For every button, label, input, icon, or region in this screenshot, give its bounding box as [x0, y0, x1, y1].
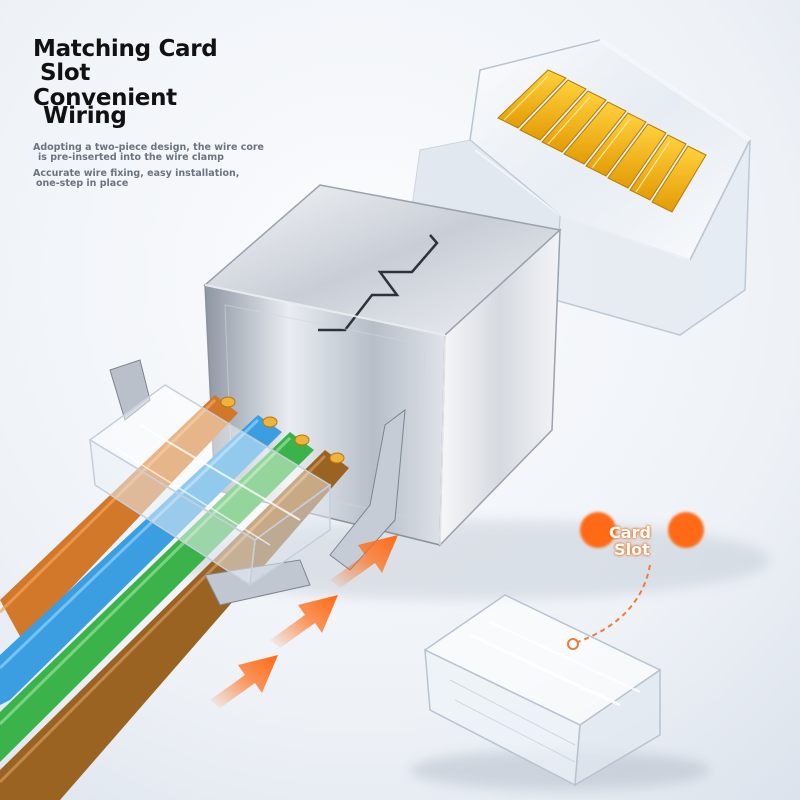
connector-shadow	[170, 520, 770, 600]
description-line-4: one-step in place	[36, 178, 129, 189]
gold-contact-pins	[497, 69, 707, 213]
callout-dot-left	[580, 512, 616, 548]
headline-line-4: Wiring	[43, 103, 127, 129]
headline-line-3: Convenient	[33, 85, 177, 111]
headline-line-2: Slot	[40, 60, 91, 86]
callout-leader-line	[574, 564, 651, 644]
wire-clamp-detail	[423, 594, 662, 787]
insert-direction-arrows	[210, 535, 398, 708]
description-line-2: is pre-inserted into the wire clamp	[38, 152, 224, 163]
callout-target-dot	[567, 638, 579, 650]
callout-dot-right	[668, 512, 704, 548]
wire-clamp-inserted	[88, 384, 332, 587]
description-line-1: Adopting a two-piece design, the wire co…	[33, 142, 264, 153]
headline-line-1: Matching Card	[33, 36, 218, 62]
card-slot-callout-graphic	[567, 512, 704, 650]
description-line-3: Accurate wire fixing, easy installation,	[33, 168, 240, 179]
card-slot-label-line-2: Slot	[614, 540, 650, 559]
card-slot-label-line-1: Card	[609, 523, 651, 542]
